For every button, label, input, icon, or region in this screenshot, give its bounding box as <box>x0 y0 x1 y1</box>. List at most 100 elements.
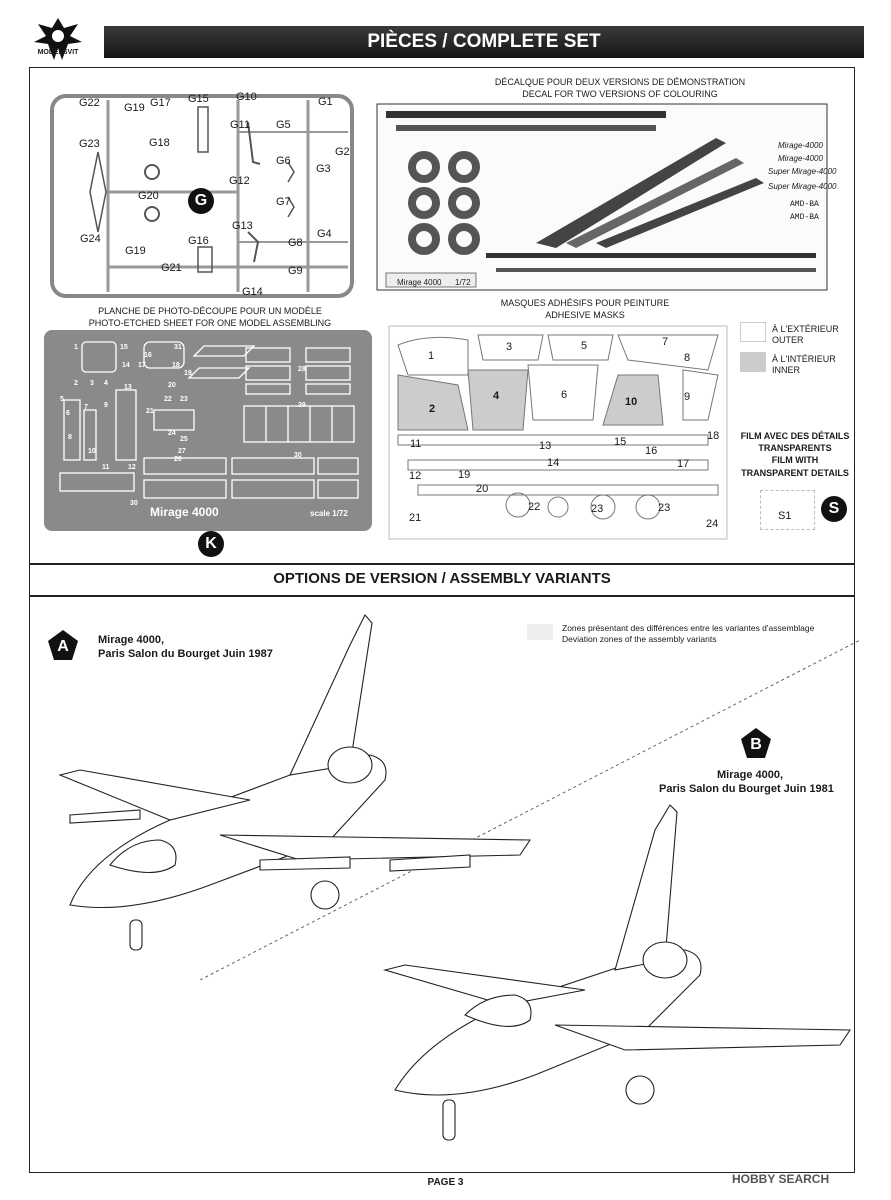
mask-number: 23 <box>591 503 604 515</box>
pe-part-number: 4 <box>104 380 108 387</box>
variant-a-line2: Paris Salon du Bourget Juin 1987 <box>98 648 273 660</box>
pe-caption-en: PHOTO-ETCHED SHEET FOR ONE MODEL ASSEMBL… <box>88 318 332 328</box>
modelsvit-logo <box>34 18 82 60</box>
mask-number: 20 <box>476 483 489 495</box>
sprue-label: G1 <box>318 96 333 108</box>
mask-number: 16 <box>645 445 658 457</box>
mask-number: 8 <box>684 352 691 364</box>
brand-name: MODELSVIT <box>37 49 79 56</box>
legend-deviation-swatch <box>527 624 553 640</box>
pe-scale: scale 1/72 <box>310 509 348 518</box>
mask-number: 19 <box>458 469 471 481</box>
pe-part-number: 9 <box>104 402 108 409</box>
pe-part-number: 29 <box>298 402 306 409</box>
pe-part-number: 24 <box>168 430 176 437</box>
mask-number: 10 <box>625 396 638 408</box>
sprue-label: G3 <box>316 163 331 175</box>
section-divider-top <box>29 563 855 565</box>
sprue-label: G23 <box>79 138 100 150</box>
sprue-label: G17 <box>150 97 171 109</box>
mask-number: 24 <box>706 518 719 530</box>
aircraft-b-drawing <box>382 804 852 1141</box>
mask-number: 17 <box>677 458 690 470</box>
mask-number: 2 <box>429 403 436 415</box>
sprue-label: G19 <box>124 102 145 114</box>
decal-caption-en: DECAL FOR TWO VERSIONS OF COLOURING <box>522 89 718 99</box>
sprue-label: G24 <box>80 233 101 245</box>
sprue-g-badge: G <box>188 188 214 214</box>
pe-part-number: 30 <box>294 452 302 459</box>
sprue-label: G5 <box>276 119 291 131</box>
mask-caption-en: ADHESIVE MASKS <box>545 310 625 320</box>
mask-number: 7 <box>662 336 669 348</box>
mask-number: 23 <box>658 502 671 514</box>
aircraft-a-drawing <box>58 614 532 951</box>
film-line: TRANSPARENTS <box>758 443 832 453</box>
pe-part-number: 20 <box>168 382 176 389</box>
sprue-label: G2 <box>335 146 350 158</box>
legend-inner-en: INNER <box>772 365 801 375</box>
legend-inner-fr: À L'INTÉRIEUR <box>772 354 836 364</box>
header-bar <box>104 26 864 58</box>
sprue-label: G19 <box>125 245 146 257</box>
pe-part-number: 10 <box>88 448 96 455</box>
page-number: PAGE 3 <box>427 1177 464 1188</box>
film-line: FILM AVEC DES DÉTAILS <box>740 431 850 441</box>
pe-part-number: 23 <box>180 396 188 403</box>
sprue-label: G4 <box>317 228 332 240</box>
mask-number: 12 <box>409 470 422 482</box>
mask-number: 5 <box>581 340 588 352</box>
page-title: PIÈCES / COMPLETE SET <box>367 31 601 52</box>
sprue-label: G22 <box>79 97 100 109</box>
sprue-label: G9 <box>288 265 303 277</box>
pe-part-number: 16 <box>144 352 152 359</box>
pe-part-number: 26 <box>174 456 182 463</box>
pe-part-number: 17 <box>138 362 146 369</box>
legend-inner-swatch <box>740 352 766 372</box>
sprue-label: G11 <box>230 119 250 131</box>
variant-a-line1: Mirage 4000, <box>98 634 165 646</box>
variant-b-badge <box>741 728 771 758</box>
pe-part-number: 27 <box>178 448 186 455</box>
pe-part-number: 30 <box>130 500 138 507</box>
legend-outer-fr: À L'EXTÉRIEUR <box>772 324 839 334</box>
sprue-label: G10 <box>236 91 257 103</box>
pe-part-number: 28 <box>298 366 306 373</box>
page-frame <box>29 67 855 1173</box>
decal-scale: 1/72 <box>455 278 471 287</box>
pe-part-number: 1 <box>74 344 78 351</box>
decal-text: Mirage-4000 <box>778 154 823 163</box>
mask-number: 22 <box>528 501 541 513</box>
legend-outer-en: OUTER <box>772 335 804 345</box>
pe-part-number: 2 <box>74 380 78 387</box>
mask-caption-fr: MASQUES ADHÉSIFS POUR PEINTURE <box>500 298 670 308</box>
sprue-label: G18 <box>149 137 170 149</box>
variant-a-letter: A <box>57 638 69 655</box>
pe-part-number: 21 <box>146 408 154 415</box>
pe-part-number: 31 <box>174 344 182 351</box>
film-line: FILM WITH <box>771 455 819 465</box>
mask-sheet <box>388 325 728 540</box>
variant-b-line1: Mirage 4000, <box>717 769 784 781</box>
sprue-label: G12 <box>229 175 250 187</box>
decal-sheet <box>376 103 828 291</box>
pe-title: Mirage 4000 <box>150 505 219 519</box>
mask-number: 9 <box>684 391 691 403</box>
pe-part-number: 3 <box>90 380 94 387</box>
decal-name: Mirage 4000 <box>397 278 442 287</box>
variants-title: OPTIONS DE VERSION / ASSEMBLY VARIANTS <box>273 570 611 587</box>
variant-b-line2: Paris Salon du Bourget Juin 1981 <box>659 783 834 795</box>
sprue-label: G21 <box>161 262 182 274</box>
mask-number: 1 <box>428 350 435 362</box>
mask-number: 3 <box>506 341 513 353</box>
film-part: S1 <box>778 510 792 522</box>
mask-number: 13 <box>539 440 552 452</box>
pe-part-number: 22 <box>164 396 172 403</box>
sprue-label: G13 <box>232 220 253 232</box>
variant-b-letter: B <box>750 736 762 753</box>
pe-badge: K <box>198 531 224 557</box>
mask-number: 21 <box>409 512 422 524</box>
variants-divider-line <box>200 640 860 980</box>
decal-text: AMD-BA <box>790 200 819 209</box>
film-sheet <box>760 490 815 530</box>
